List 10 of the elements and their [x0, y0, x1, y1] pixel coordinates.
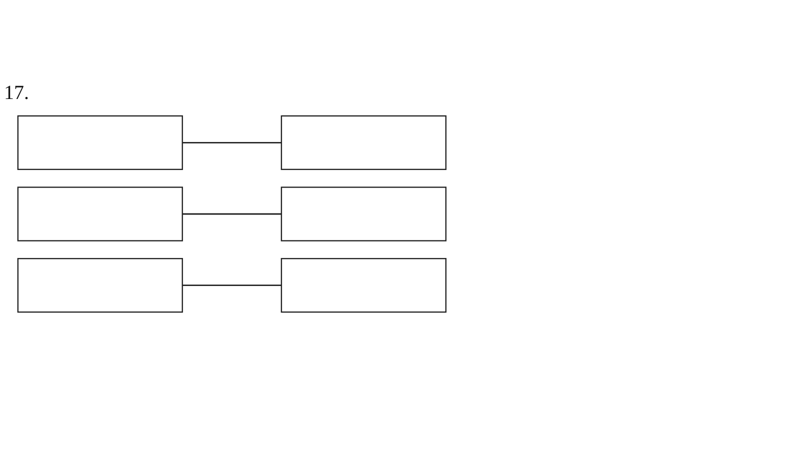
node-box [280, 186, 446, 242]
node-box [280, 258, 446, 313]
connector [182, 284, 282, 286]
connector [182, 142, 282, 144]
node-box [280, 115, 446, 170]
node-box [17, 258, 183, 313]
connector [182, 213, 282, 215]
node-box [17, 186, 183, 242]
node-box [17, 115, 183, 170]
question-number: 17. [4, 82, 29, 105]
